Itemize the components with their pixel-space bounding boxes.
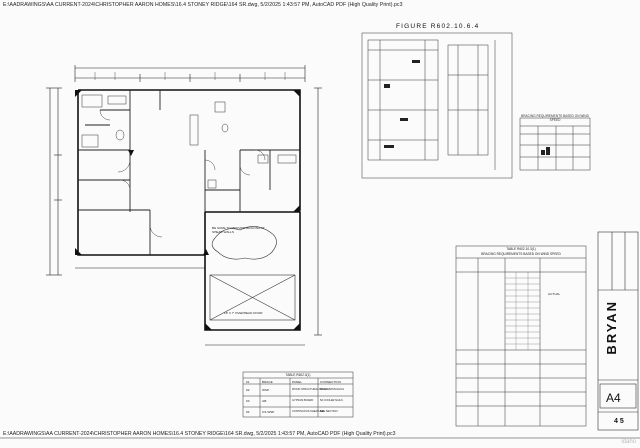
brand-logo: BRYAN (604, 300, 619, 355)
plan-table-cell: 02 (246, 388, 250, 392)
plan-table-cell: 6d COMMON NAILS (320, 388, 344, 391)
bracing-table-subtitle: BRACING REQUIREMENTS BASED ON WIND SPEED (481, 252, 561, 256)
plan-table-cell: 04 (246, 410, 250, 414)
plan-table-cell: SEE SECTION (320, 410, 338, 413)
bracing-table-title: TABLE R602.10.3(1) (506, 247, 536, 251)
sheet-number: A4 (606, 391, 621, 405)
plan-table-cell: GB (262, 399, 267, 403)
sheet-sub-number: 4 5 (614, 418, 624, 425)
bracing-table-note: ACTUAL (548, 292, 561, 296)
garage-door-label: 18' X 7' OVERHEAD DOOR (224, 311, 263, 315)
file-path-header: E:\AADRAWINGS\AA CURRENT-2024\CHRISTOPHE… (3, 2, 403, 8)
plan-table-cell: 5d COOLER NAILS (320, 399, 343, 402)
plan-table-cell: CONTINUOUS SHEATHED (292, 410, 325, 413)
watermark: idaho (621, 439, 636, 445)
plan-table-cell: GYPSUM BOARD (292, 399, 314, 402)
cloud-note: BE SURE TO PROVIDE BRACING AT SHEAR WALL… (212, 226, 265, 234)
plan-table-cell: 03 (246, 399, 250, 403)
file-path-footer: E:\AADRAWINGS\AA CURRENT-2024\CHRISTOPHE… (3, 431, 396, 437)
plan-table-cell: CONNECTION (320, 380, 341, 384)
plan-table-cell: CS-WSP (262, 410, 275, 414)
revision-cloud (211, 226, 277, 260)
plan-table-cell: BRACE (262, 380, 273, 384)
figure-title: FIGURE R602.10.6.4 (396, 23, 480, 30)
plan-table-title: TABLE R602.3(1) (285, 373, 311, 377)
figure-caption: BRACING REQUIREMENTS BASED ON WIND SPEED (521, 114, 589, 122)
plan-table-cell: PANEL (292, 380, 302, 384)
plan-table-cell: WSP (262, 388, 270, 392)
plan-table-cell: 01 (246, 380, 250, 384)
plan-table-cell: WOOD STRUCTURAL PANEL (292, 388, 328, 391)
